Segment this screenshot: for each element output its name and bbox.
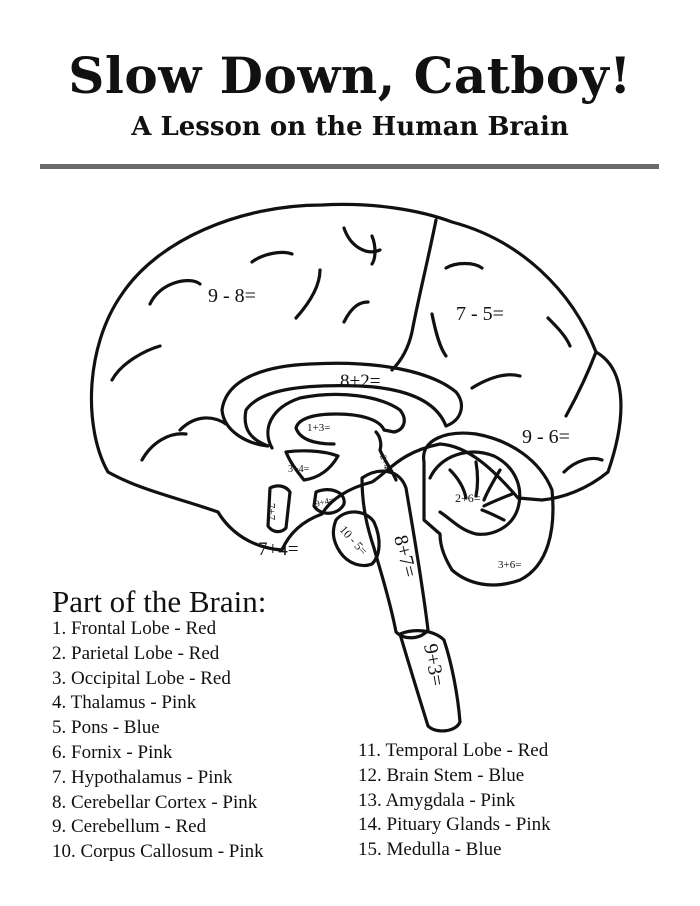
cerebellum-label: 3+6= bbox=[498, 559, 521, 571]
legend-item: 10. Corpus Callosum - Pink bbox=[52, 841, 264, 863]
gyrus bbox=[470, 373, 522, 390]
arbor-vitae-branch bbox=[480, 508, 506, 522]
cerebellar-cortex-label: 2+6= bbox=[455, 491, 481, 505]
gyrus bbox=[250, 250, 294, 264]
thalamus-shape bbox=[284, 449, 340, 482]
legend-title: Part of the Brain: bbox=[52, 584, 267, 619]
legend-column-2: 11. Temporal Lobe - Red 12. Brain Stem -… bbox=[358, 739, 551, 863]
arbor-vitae-branch bbox=[474, 460, 480, 498]
gyrus bbox=[546, 316, 572, 348]
legend-item: 4. Thalamus - Pink bbox=[52, 692, 197, 714]
medulla-shape bbox=[398, 629, 462, 733]
arbor-vitae-branch bbox=[482, 468, 502, 502]
cerebellum-shape bbox=[422, 431, 555, 587]
parietal-lobe-label: 7 - 5= bbox=[456, 303, 504, 325]
page-title: Slow Down, Catboy! bbox=[68, 46, 632, 105]
fornix-label: 1+3= bbox=[307, 422, 330, 434]
legend-item: 1. Frontal Lobe - Red bbox=[52, 618, 217, 639]
fornix-shape bbox=[266, 392, 406, 450]
legend-item: 13. Amygdala - Pink bbox=[358, 789, 516, 811]
gyrus bbox=[342, 300, 370, 324]
legend-column-1: 1. Frontal Lobe - Red 2. Parietal Lobe -… bbox=[52, 617, 264, 865]
gyrus bbox=[178, 416, 228, 432]
arbor-vitae bbox=[428, 450, 522, 536]
legend-item: 3. Occipital Lobe - Red bbox=[52, 667, 231, 689]
occipital-lobe-label: 9 - 6= bbox=[522, 426, 570, 448]
pons-shape bbox=[360, 469, 430, 640]
thalamus-label: 3+4= bbox=[288, 464, 310, 475]
arbor-vitae-branch bbox=[482, 492, 514, 508]
corpus-callosum-label: 8+2= bbox=[340, 371, 380, 392]
gyrus bbox=[148, 279, 202, 306]
parietal-occipital-border bbox=[564, 350, 598, 418]
gyrus bbox=[444, 261, 484, 270]
legend-item: 6. Fornix - Pink bbox=[52, 741, 173, 763]
legend-item: 7. Hypothalamus - Pink bbox=[52, 766, 233, 788]
legend-item: 15. Medulla - Blue bbox=[358, 839, 502, 861]
hypothalamus-label: 7+7 bbox=[265, 503, 277, 521]
legend-item: 5. Pons - Blue bbox=[52, 717, 160, 739]
legend-item: 12. Brain Stem - Blue bbox=[358, 764, 525, 786]
gyrus bbox=[110, 344, 162, 382]
pituitary-label: 9+4= bbox=[314, 495, 335, 509]
gyrus bbox=[294, 268, 322, 320]
medulla-label: 9+3= bbox=[419, 642, 448, 688]
gyrus bbox=[140, 432, 188, 462]
page-subtitle: A Lesson on the Human Brain bbox=[131, 112, 569, 142]
legend-item: 9. Cerebellum - Red bbox=[52, 816, 207, 838]
frontal-lobe-label: 9 - 8= bbox=[208, 285, 256, 307]
temporal-lobe-label: 7+4= bbox=[258, 539, 298, 560]
pituitary-shape bbox=[312, 488, 346, 515]
legend-item: 2. Parietal Lobe - Red bbox=[52, 642, 220, 664]
arbor-vitae-branch bbox=[448, 468, 468, 500]
gyrus bbox=[562, 456, 604, 474]
legend-item: 11. Temporal Lobe - Red bbox=[358, 740, 549, 761]
title-divider bbox=[40, 164, 659, 169]
legend-item: 14. Pituary Glands - Pink bbox=[358, 814, 551, 836]
gyrus bbox=[370, 234, 377, 266]
cerebrum-outline bbox=[89, 202, 623, 552]
corpus-callosum-shape bbox=[220, 361, 464, 448]
gyrus bbox=[430, 312, 448, 358]
hypothalamus-shape bbox=[266, 484, 292, 534]
legend-item: 8. Cerebellar Cortex - Pink bbox=[52, 791, 258, 813]
frontal-parietal-border bbox=[390, 218, 438, 372]
